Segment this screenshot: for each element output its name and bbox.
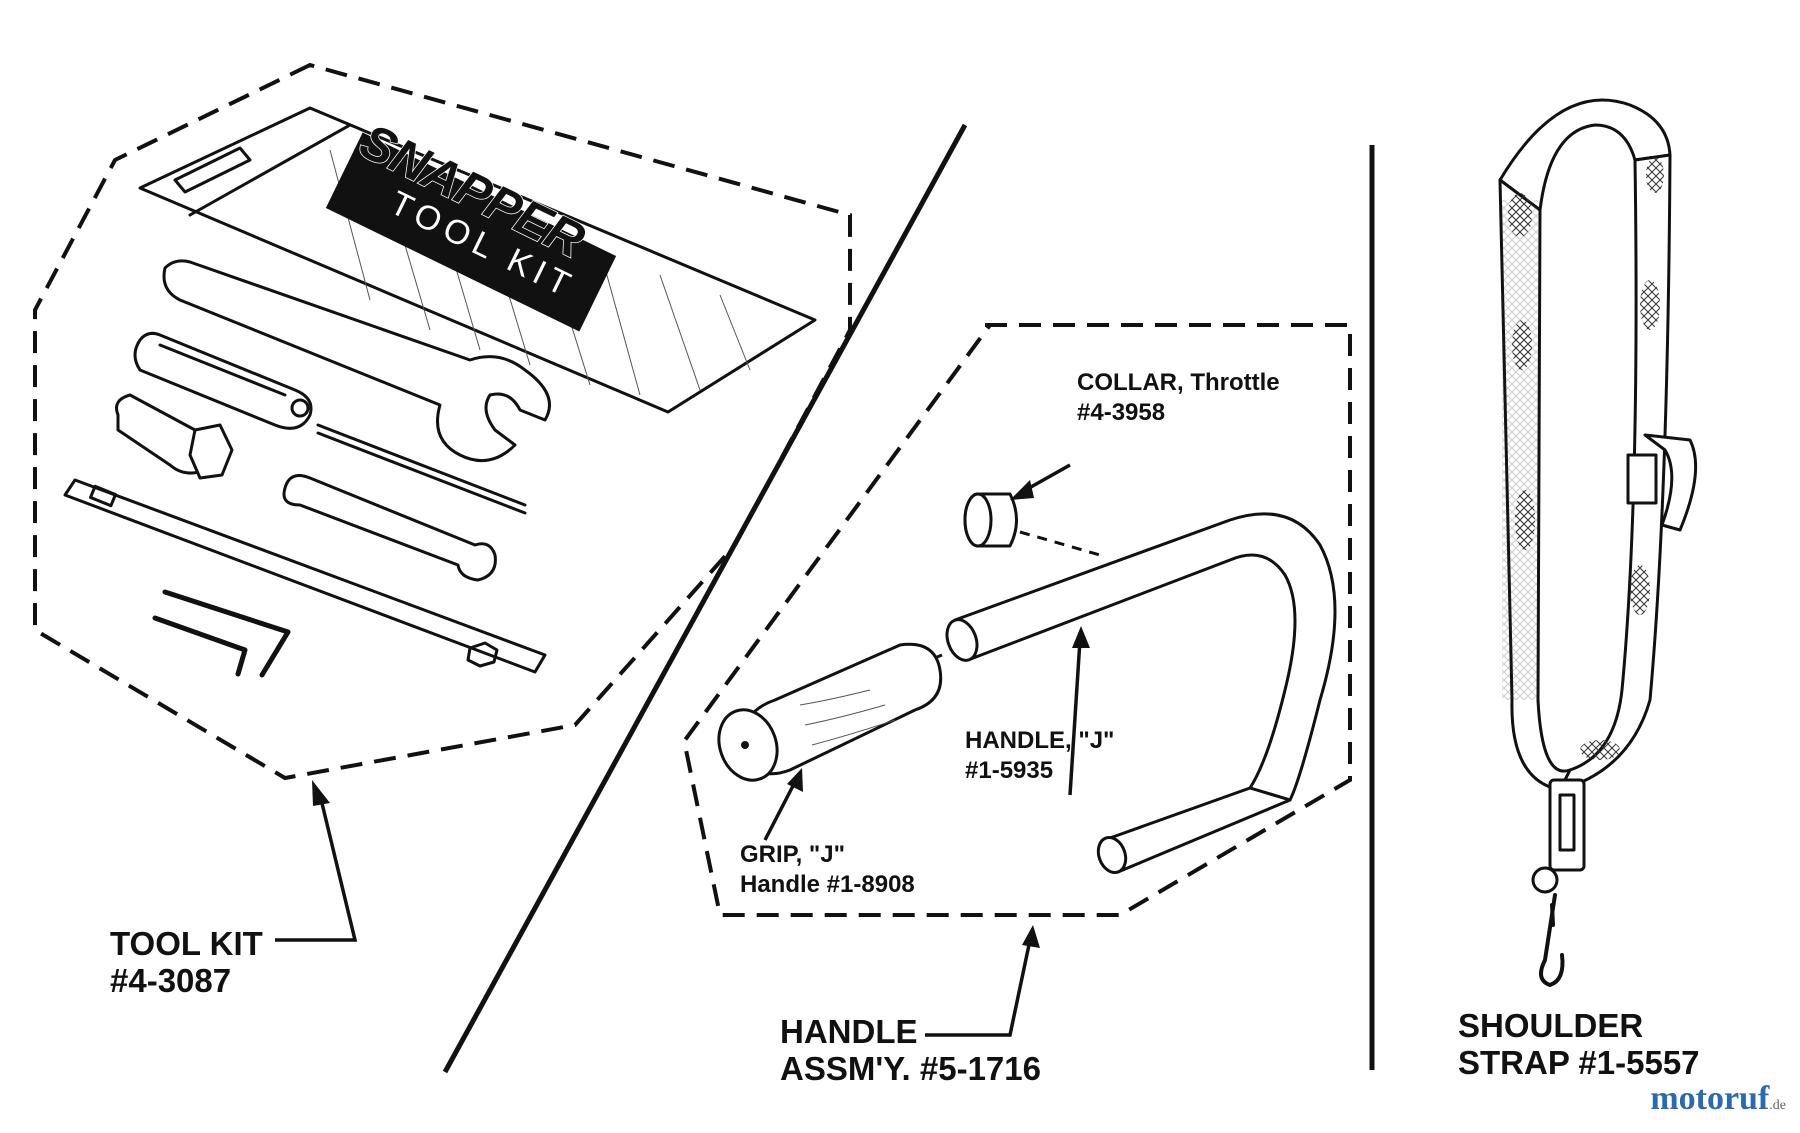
tool-kit-group: SNAPPER TOOL KIT	[33, 62, 852, 999]
grip-part-number: Handle #1-8908	[740, 871, 915, 898]
shoulder-strap-group: SHOULDER STRAP #1-5557	[1458, 98, 1700, 1081]
collar-label: COLLAR, Throttle	[1077, 369, 1280, 396]
watermark: motoruf.de	[1650, 1080, 1786, 1118]
watermark-domain: .de	[1769, 1098, 1786, 1113]
tool-kit-leader	[275, 794, 358, 942]
watermark-brand: motoruf	[1650, 1080, 1770, 1117]
j-handle-label: HANDLE, "J"	[965, 727, 1114, 754]
throttle-collar	[963, 492, 1018, 548]
j-handle	[945, 512, 1337, 874]
hex-keys	[152, 589, 291, 678]
tool-kit-part-number: #4-3087	[110, 962, 231, 999]
handle-assembly-leader	[925, 939, 1032, 1037]
handle-assembly-boundary	[683, 323, 1352, 917]
collar-part-number: #4-3958	[1077, 399, 1165, 426]
shoulder-strap-part-number: STRAP #1-5557	[1458, 1044, 1700, 1081]
plug-socket	[115, 393, 234, 480]
socket-driver	[133, 331, 527, 515]
divider-diagonal	[442, 123, 968, 1074]
j-grip	[717, 642, 943, 782]
grip-label: GRIP, "J"	[740, 841, 845, 868]
small-wrench	[282, 474, 497, 582]
large-wrench	[162, 259, 551, 463]
j-handle-part-number: #1-5935	[965, 757, 1053, 784]
shoulder-strap-label: SHOULDER	[1458, 1007, 1643, 1044]
handle-assembly-group: COLLAR, Throttle #4-3958 HANDLE, "J" #1-…	[683, 323, 1352, 1087]
spanner-bar	[63, 478, 547, 674]
tool-kit-label: TOOL KIT	[110, 925, 263, 962]
handle-assembly-label: HANDLE	[780, 1013, 918, 1050]
handle-assembly-part-number: ASSM'Y. #5-1716	[780, 1050, 1041, 1087]
